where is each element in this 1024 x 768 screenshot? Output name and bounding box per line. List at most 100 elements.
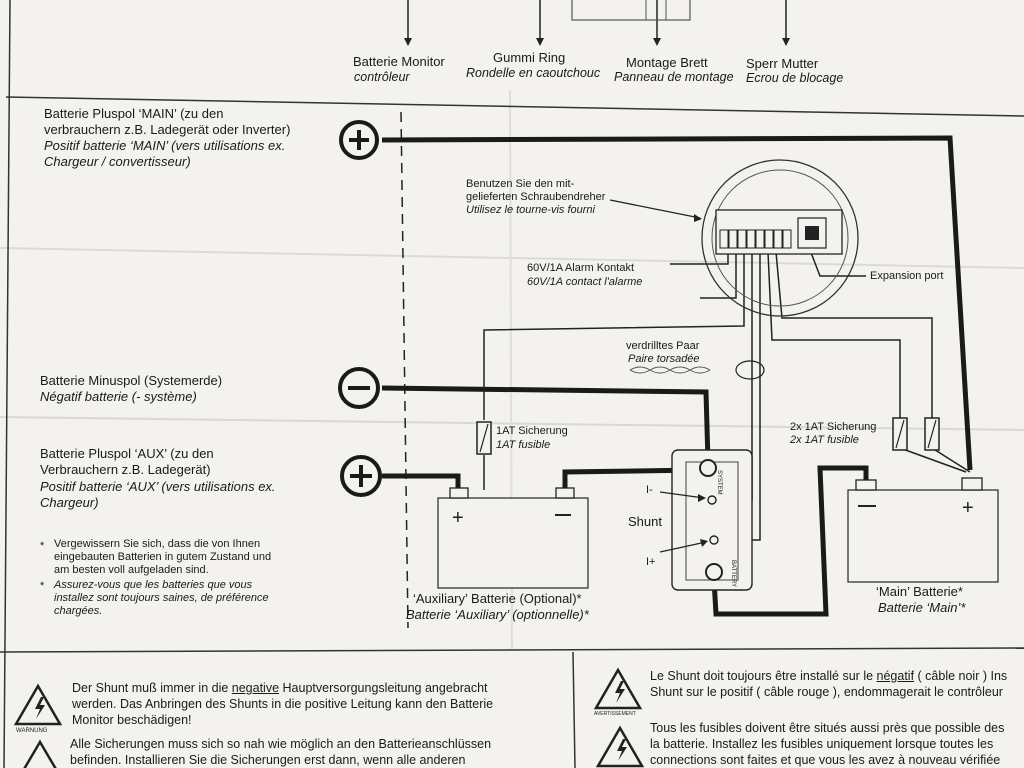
warning-triangle-icon — [23, 739, 57, 768]
negative-symbol — [338, 367, 380, 409]
warning-fr-line-5: connections sont faites et que vous les … — [650, 753, 1001, 767]
shunt-system-label: SYSTEM — [716, 470, 722, 495]
aux-battery — [437, 497, 589, 589]
main-pos-fr-2: Chargeur / convertisseur) — [44, 154, 191, 169]
aux-pos-fr-2: Chargeur) — [40, 495, 99, 510]
main-battery-fr: Batterie ‘Main’* — [878, 600, 966, 615]
note-fr-1: Assurez-vous que les batteries que vous — [54, 579, 253, 591]
aux-battery-de: ‘Auxiliary’ Batterie (Optional)* — [413, 591, 582, 606]
wire-main-positive — [381, 135, 973, 471]
part-mutter-fr: Ecrou de blocage — [746, 71, 844, 85]
note-de-2: eingebauten Batterien in gutem Zustand u… — [54, 551, 272, 563]
warning-icon-label-fr: AVERTISSEMENT — [594, 711, 636, 717]
screwdriver-leader — [609, 199, 701, 219]
monitor-sketch — [571, 0, 691, 21]
warning-de-line-3: Monitor beschädigen! — [72, 713, 192, 727]
wire-alarm — [700, 252, 737, 299]
monitor-terminal-block — [715, 209, 843, 255]
main-positive-symbol — [339, 120, 379, 160]
aux-positive-symbol — [340, 455, 382, 497]
neg-de: Batterie Minuspol (Systemerde) — [40, 373, 223, 388]
shunt-label: Shunt — [628, 514, 662, 529]
warning-fr-line-2: Shunt sur le positif ( câble rouge ), en… — [650, 685, 1003, 699]
monitor-ring — [711, 169, 849, 307]
frame-bottom-border — [0, 647, 1024, 653]
note-fr-3: chargées. — [54, 605, 103, 617]
fold-line — [0, 247, 1024, 269]
twisted-pair-marker — [735, 360, 765, 380]
warning-de-line-5: befinden. Installieren Sie die Sicherung… — [70, 753, 466, 767]
aux-pos-de-1: Batterie Pluspol ‘AUX’ (zu den — [40, 446, 214, 461]
alarm-de: 60V/1A Alarm Kontakt — [527, 262, 635, 274]
main-battery-de: ‘Main’ Batterie* — [876, 584, 963, 599]
screwdriver-fr: Utilisez le tourne-vis fourni — [466, 204, 595, 216]
wire-negative — [381, 385, 711, 463]
part-brett-de: Montage Brett — [626, 55, 708, 70]
note-fr-2: installez sont toujours saines, de préfé… — [54, 592, 269, 604]
part-monitor-de: Batterie Monitor — [353, 54, 445, 69]
warning-de-line-1: Der Shunt muß immer in die negative Haup… — [72, 681, 488, 695]
warning-divider — [572, 651, 576, 768]
main-battery — [847, 489, 999, 583]
alarm-fr: 60V/1A contact l'alarme — [527, 276, 643, 288]
screwdriver-de-2: gelieferten Schraubendreher — [466, 191, 606, 203]
twisted-pair-fr: Paire torsadée — [628, 353, 700, 365]
wire-main-sense-2 — [775, 251, 933, 420]
part-gummi-de: Gummi Ring — [493, 50, 566, 65]
screwdriver-de-1: Benutzen Sie den mit- — [466, 178, 575, 190]
shunt-body — [671, 449, 753, 591]
aux-battery-fr: Batterie ‘Auxiliary’ (optionnelle)* — [406, 607, 589, 622]
terminal-screws — [719, 229, 792, 249]
warning-triangle-icon — [595, 725, 645, 768]
fuse-aux-de: 1AT Sicherung — [496, 425, 568, 437]
i-plus-label: I+ — [646, 556, 656, 568]
note-de-3: am besten voll aufgeladen sind. — [54, 564, 209, 576]
i-minus-label: I- — [646, 484, 653, 496]
twisted-pair-de: verdrilltes Paar — [626, 340, 700, 352]
monitor-housing — [701, 159, 859, 317]
fuse-main-de: 2x 1AT Sicherung — [790, 421, 877, 433]
wire-aux-sense — [483, 252, 745, 420]
main-pos-de-1: Batterie Pluspol ‘MAIN’ (zu den — [44, 106, 224, 121]
part-brett-fr: Panneau de montage — [614, 70, 734, 84]
wire-aux-negative — [562, 467, 701, 490]
warning-fr-line-3: Tous les fusibles doivent être situés au… — [650, 721, 1005, 735]
wire-main-sense-1 — [767, 251, 901, 420]
note-bullet: * — [40, 580, 45, 592]
frame-left-border — [3, 0, 11, 768]
warning-icon-label-de: WARNUNG — [16, 728, 48, 734]
main-pos-fr-1: Positif batterie ‘MAIN’ (vers utilisatio… — [44, 138, 286, 153]
warning-fr-line-4: la batterie. Installez les fusibles uniq… — [650, 737, 994, 751]
warning-de-line-2: werden. Das Anbringen des Shunts in die … — [72, 697, 494, 711]
main-pos-de-2: verbrauchern z.B. Ladegerät oder Inverte… — [44, 122, 291, 137]
main-plus-sign: + — [962, 497, 974, 519]
aux-pos-fr-1: Positif batterie ‘AUX’ (vers utilisation… — [40, 479, 276, 494]
part-monitor-fr: contrôleur — [354, 70, 410, 84]
shunt-system-terminal — [699, 459, 717, 477]
aux-pos-de-2: Verbrauchern z.B. Ladegerät) — [40, 462, 211, 477]
expansion-port — [797, 217, 827, 249]
part-gummi-fr: Rondelle en caoutchouc — [466, 66, 601, 80]
warning-fr-line-1: Le Shunt doit toujours être installé sur… — [650, 669, 1008, 683]
note-bullet: * — [40, 540, 45, 552]
shunt-i-minus-screw — [707, 495, 717, 505]
warning-triangle-icon — [13, 683, 63, 726]
shunt-i-plus-screw — [709, 535, 719, 545]
expansion-leader — [809, 249, 866, 277]
wire-main-negative — [711, 465, 869, 617]
warning-de-line-4: Alle Sicherungen muss sich so nah wie mö… — [70, 737, 492, 751]
neg-fr: Négatif batterie (- système) — [40, 389, 197, 404]
part-mutter-de: Sperr Mutter — [746, 56, 819, 71]
dashed-separator — [400, 111, 409, 629]
shunt-battery-label: BATTERY — [730, 560, 736, 588]
expansion-port-label: Expansion port — [870, 270, 944, 282]
wire-aux-positive — [382, 473, 461, 490]
aux-plus-sign: + — [452, 507, 464, 529]
shunt-battery-terminal — [705, 563, 723, 581]
fuse-main-fr: 2x 1AT fusible — [790, 434, 859, 446]
warning-triangle-icon — [593, 667, 643, 710]
frame-top-border — [5, 96, 1024, 117]
fuse-aux-fr: 1AT fusible — [496, 439, 551, 451]
note-de-1: Vergewissern Sie sich, dass die von Ihne… — [54, 538, 261, 550]
